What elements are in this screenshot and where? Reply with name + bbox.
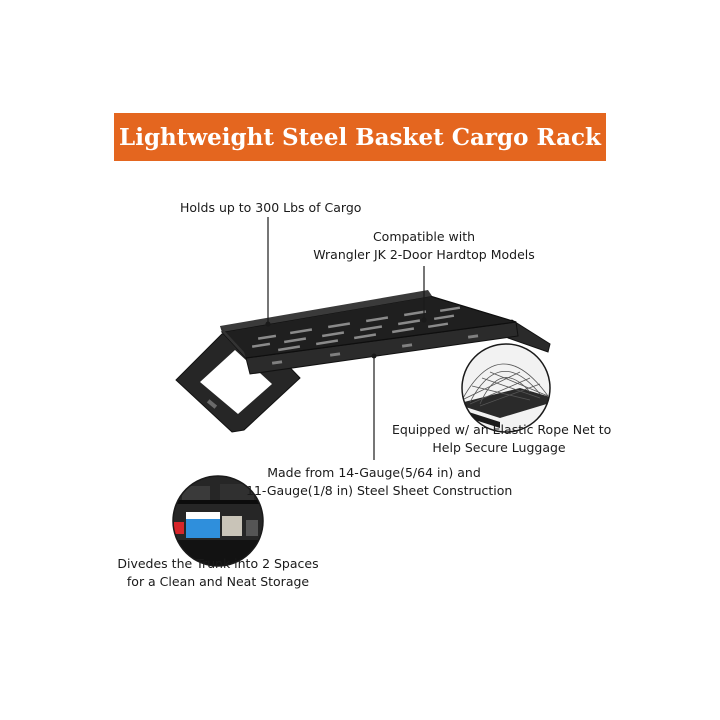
storage-callout: Divedes the Trunk into 2 Spaces for a Cl… [108, 555, 328, 591]
storage-line-1: Divedes the Trunk into 2 Spaces [117, 556, 319, 571]
title-banner: Lightweight Steel Basket Cargo Rack [114, 113, 606, 161]
compatibility-line-2: Wrangler JK 2-Door Hardtop Models [313, 247, 535, 262]
material-callout: Made from 14-Gauge(5/64 in) and 11-Gauge… [246, 464, 513, 500]
page-title: Lightweight Steel Basket Cargo Rack [119, 123, 601, 151]
capacity-text: Holds up to 300 Lbs of Cargo [180, 200, 362, 215]
cargo-rack-image [175, 290, 551, 433]
material-line-2: 11-Gauge(1/8 in) Steel Sheet Constructio… [246, 483, 513, 498]
capacity-callout: Holds up to 300 Lbs of Cargo [180, 199, 361, 217]
rope-net-callout: Equipped w/ an Elastic Rope Net to Help … [392, 421, 612, 457]
storage-line-2: for a Clean and Neat Storage [126, 574, 310, 589]
rope-net-line-1: Equipped w/ an Elastic Rope Net to [392, 422, 612, 437]
rope-net-detail-image [461, 343, 551, 433]
leader-lines [265, 217, 427, 460]
rope-net-line-2: Help Secure Luggage [432, 440, 566, 455]
compatibility-callout: Compatible with Wrangler JK 2-Door Hardt… [312, 228, 536, 264]
material-line-1: Made from 14-Gauge(5/64 in) and [267, 465, 481, 480]
compatibility-line-1: Compatible with [372, 229, 476, 244]
